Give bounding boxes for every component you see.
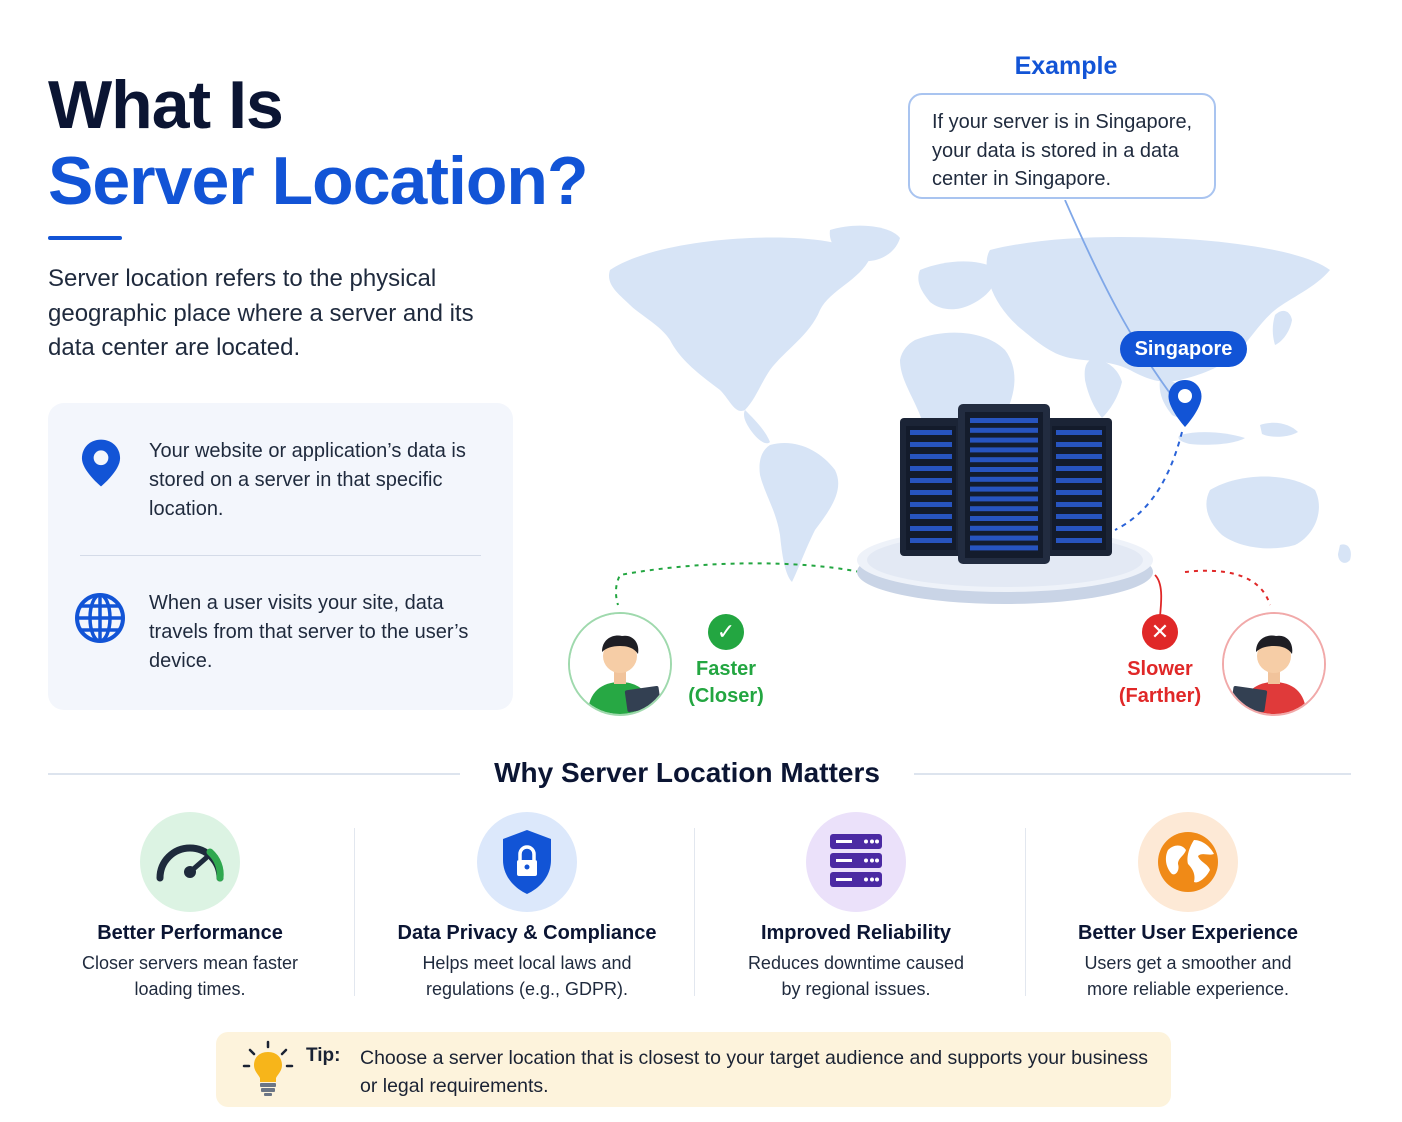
feature-title: Better User Experience	[1077, 922, 1299, 944]
info-item-text: Your website or application’s data is st…	[149, 440, 466, 520]
server-slot	[910, 526, 952, 531]
feature-separator	[1025, 828, 1026, 996]
speedometer-icon	[140, 812, 240, 912]
server-slot	[1056, 502, 1102, 507]
example-text: If your server is in Singapore, your dat…	[932, 111, 1193, 190]
slower-label: Slower (Farther)	[1090, 656, 1230, 710]
feature-reliability: Improved Reliability Reduces downtime ca…	[696, 812, 1016, 1002]
tip-banner: Tip: Choose a server location that is cl…	[216, 1032, 1171, 1107]
server-slot	[970, 506, 1038, 512]
info-divider	[80, 555, 481, 556]
server-slot	[970, 486, 1038, 492]
feature-desc: Reduces downtime caused by regional issu…	[747, 953, 965, 999]
server-slot	[970, 496, 1038, 502]
server-slot	[970, 437, 1038, 443]
feature-title: Improved Reliability	[760, 922, 952, 944]
shield-lock-icon	[477, 812, 577, 912]
world-map	[609, 225, 1351, 582]
page-title-line1: What Is	[48, 67, 284, 143]
faster-label-line1: Faster	[695, 658, 757, 680]
example-label: Example	[1014, 52, 1118, 80]
info-card: Your website or application’s data is st…	[48, 403, 513, 710]
check-icon: ✓	[708, 614, 744, 650]
server-rack-icon	[806, 812, 906, 912]
server-slot	[970, 457, 1038, 463]
feature-privacy: Data Privacy & Compliance Helps meet loc…	[367, 812, 687, 1002]
lightbulb-icon	[242, 1040, 294, 1096]
server-slot	[1056, 538, 1102, 543]
intro-paragraph: Server location refers to the physical g…	[48, 265, 474, 361]
server-slot	[910, 502, 952, 507]
feature-desc: Users get a smoother and more reliable e…	[1084, 953, 1292, 999]
server-slot	[970, 418, 1038, 423]
server-slot	[1056, 526, 1102, 531]
feature-performance: Better Performance Closer servers mean f…	[30, 812, 350, 1002]
page-title-line2: Server Location?	[48, 143, 588, 219]
faster-label: Faster (Closer)	[656, 656, 796, 710]
location-pin-icon	[81, 439, 121, 487]
server-slot	[910, 490, 952, 495]
singapore-label: Singapore	[1120, 331, 1247, 367]
server-slot	[910, 454, 952, 459]
feature-title: Data Privacy & Compliance	[397, 922, 657, 944]
section-divider-right	[914, 773, 1351, 775]
feature-separator	[694, 828, 695, 996]
feature-separator	[354, 828, 355, 996]
connection-lines	[614, 200, 1271, 619]
feature-desc: Closer servers mean faster loading times…	[81, 953, 299, 999]
server-slot	[970, 535, 1038, 541]
map-pin-icon	[1168, 380, 1202, 427]
server-slot	[970, 476, 1038, 482]
server-slot	[1056, 514, 1102, 519]
tip-label: Tip:	[306, 1045, 341, 1066]
server-slot	[970, 525, 1038, 531]
globe-icon	[75, 593, 125, 643]
slower-label-line1: Slower	[1127, 658, 1193, 680]
title-underline	[48, 236, 122, 240]
server-slot	[910, 538, 952, 543]
section-divider-left	[48, 773, 460, 775]
server-slot	[970, 516, 1038, 521]
slower-label-line2: (Farther)	[1118, 685, 1202, 707]
section-title: Why Server Location Matters	[494, 757, 880, 788]
feature-user-experience: Better User Experience Users get a smoot…	[1028, 812, 1348, 1002]
server-slot	[970, 467, 1038, 472]
tip-text: Choose a server location that is closest…	[360, 1047, 1149, 1097]
server-slot	[1056, 430, 1102, 435]
server-slot	[1056, 490, 1102, 495]
faster-label-line2: (Closer)	[688, 685, 764, 707]
server-slot	[1056, 454, 1102, 459]
server-slot	[970, 447, 1038, 453]
feature-desc: Helps meet local laws and regulations (e…	[422, 953, 632, 999]
server-slot	[910, 514, 952, 519]
server-slot	[970, 545, 1038, 551]
info-item-text: When a user visits your site, data trave…	[149, 592, 469, 672]
server-slot	[1056, 442, 1102, 447]
server-slot	[910, 466, 952, 471]
server-slot	[970, 427, 1038, 433]
example-callout: If your server is in Singapore, your dat…	[908, 93, 1216, 199]
server-slot	[1056, 478, 1102, 483]
feature-title: Better Performance	[97, 922, 283, 944]
server-rack-illustration	[857, 404, 1153, 604]
globe-icon	[1138, 812, 1238, 912]
server-slot	[910, 430, 952, 435]
user-avatar-far	[1222, 612, 1326, 716]
server-slot	[910, 442, 952, 447]
x-icon: ✕	[1142, 614, 1178, 650]
server-slot	[910, 478, 952, 483]
server-slot	[1056, 466, 1102, 471]
